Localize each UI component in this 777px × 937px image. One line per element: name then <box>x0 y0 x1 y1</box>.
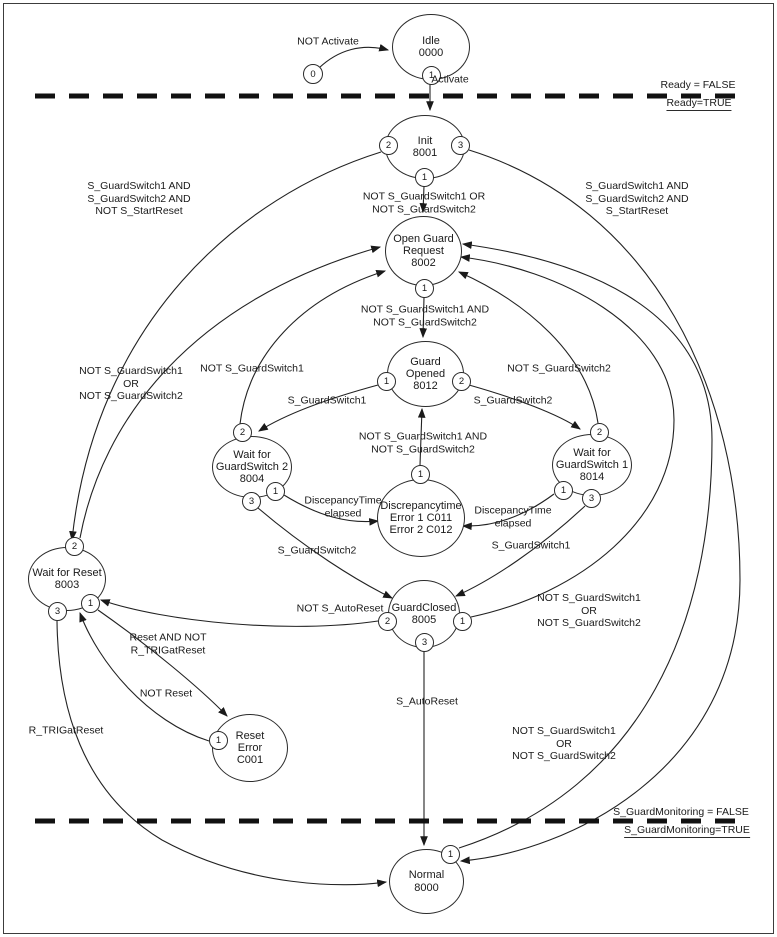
port-idle-1: 1 <box>422 66 441 85</box>
port-w2-1: 1 <box>266 482 285 501</box>
edge-opened-to-w1 <box>468 384 581 430</box>
edge-normal-to-ogr <box>458 241 713 849</box>
label-normal-to-ogr: NOT S_GuardSwitch1 OR NOT S_GuardSwitch2 <box>512 725 616 763</box>
port-init-1: 1 <box>415 168 434 187</box>
label-r-trigatreset: R_TRIGatReset <box>28 724 104 737</box>
port-w2-2: 2 <box>233 423 252 442</box>
edge-init-to-wait-reset <box>69 151 382 542</box>
edge-not-activate <box>318 43 390 69</box>
label-discrepancy-right: DiscepancyTime elapsed <box>474 504 552 529</box>
label-guardswitch1: S_GuardSwitch1 <box>287 394 367 407</box>
label-error-to-opened: NOT S_GuardSwitch1 AND NOT S_GuardSwitch… <box>358 430 488 455</box>
port-derr-1: 1 <box>411 465 430 484</box>
edge-w1-to-error <box>461 493 555 531</box>
label-wait-reset-to-ogr: NOT S_GuardSwitch1 OR NOT S_GuardSwitch2 <box>79 365 183 403</box>
edge-init-to-normal <box>459 149 741 865</box>
port-closed-3: 3 <box>415 633 434 652</box>
port-init-2: 2 <box>379 136 398 155</box>
page-border <box>3 3 774 934</box>
label-init-to-wait-reset: S_GuardSwitch1 AND S_GuardSwitch2 AND NO… <box>87 180 191 218</box>
edge-reset-error-to-wait-reset <box>79 611 210 742</box>
port-wreset-3: 3 <box>48 602 67 621</box>
label-not-activate: NOT Activate <box>297 35 359 48</box>
edge-w2-to-closed <box>257 507 393 599</box>
label-reset-and-not-trig: Reset AND NOT R_TRIGatReset <box>129 631 207 656</box>
port-w1-3: 3 <box>582 489 601 508</box>
edge-ogr-to-opened <box>419 296 428 339</box>
edge-closed-to-wait-reset <box>99 599 379 627</box>
port-init-3: 3 <box>451 136 470 155</box>
label-not-reset: NOT Reset <box>139 687 193 700</box>
port-wreset-1: 1 <box>81 594 100 613</box>
port-normal-1: 1 <box>441 845 460 864</box>
edge-w2-to-error <box>283 494 380 526</box>
edge-opened-to-w2 <box>258 384 379 432</box>
edge-init-to-ogr <box>419 185 428 214</box>
port-opened-2: 2 <box>452 372 471 391</box>
edge-w1-to-ogr <box>457 271 599 424</box>
edge-closed-to-ogr <box>459 254 675 618</box>
port-w2-3: 3 <box>242 492 261 511</box>
label-ready-false: Ready = FALSE <box>660 79 736 91</box>
label-s-autoreset: S_AutoReset <box>396 695 458 708</box>
port-closed-1: 1 <box>453 612 472 631</box>
port-wreset-2: 2 <box>65 537 84 556</box>
state-reset-error: Reset Error C001 <box>212 714 288 782</box>
port-w1-1: 1 <box>554 481 573 500</box>
edge-wait-reset-to-reset-error <box>97 609 228 717</box>
port-closed-2: 2 <box>378 612 397 631</box>
label-not-guardswitch1: NOT S_GuardSwitch1 <box>200 362 304 375</box>
label-ready-true: Ready=TRUE <box>666 97 732 111</box>
label-guardmonitoring-true: S_GuardMonitoring=TRUE <box>624 824 750 838</box>
label-not-guardswitch2: NOT S_GuardSwitch2 <box>507 362 611 375</box>
label-not-autoreset: NOT S_AutoReset <box>296 602 384 615</box>
label-guardswitch1-to-closed: S_GuardSwitch1 <box>491 539 571 552</box>
port-rerr-1: 1 <box>209 731 228 750</box>
state-wait-for-reset: Wait for Reset 8003 <box>28 547 106 611</box>
edge-w2-to-ogr <box>239 269 387 425</box>
edge-wait-reset-to-ogr <box>79 245 382 539</box>
edge-wait-reset-to-normal <box>56 620 388 888</box>
state-discrepancy-error: Discrepancytime Error 1 C011 Error 2 C01… <box>377 479 465 557</box>
port-opened-1: 1 <box>377 372 396 391</box>
port-ogr-1: 1 <box>415 279 434 298</box>
state-open-guard-request: Open Guard Request 8002 <box>385 216 462 286</box>
label-discrepancy-left: DiscepancyTime elapsed <box>304 494 382 519</box>
label-closed-to-ogr: NOT S_GuardSwitch1 OR NOT S_GuardSwitch2 <box>537 592 641 630</box>
label-init-to-normal: S_GuardSwitch1 AND S_GuardSwitch2 AND S_… <box>585 180 689 218</box>
label-guardmonitoring-false: S_GuardMonitoring = FALSE <box>613 806 749 818</box>
port-start: 0 <box>303 64 323 84</box>
label-ogr-to-opened: NOT S_GuardSwitch1 AND NOT S_GuardSwitch… <box>360 303 490 328</box>
edge-error-to-opened <box>417 407 426 466</box>
label-activate: Activate <box>431 73 469 86</box>
state-guard-opened: Guard Opened 8012 <box>387 341 464 407</box>
edge-w1-to-closed <box>454 505 586 597</box>
label-guardswitch2-to-closed: S_GuardSwitch2 <box>277 544 357 557</box>
label-init-guard-open: NOT S_GuardSwitch1 OR NOT S_GuardSwitch2 <box>362 190 486 215</box>
label-guardswitch2: S_GuardSwitch2 <box>473 394 553 407</box>
port-w1-2: 2 <box>590 423 609 442</box>
